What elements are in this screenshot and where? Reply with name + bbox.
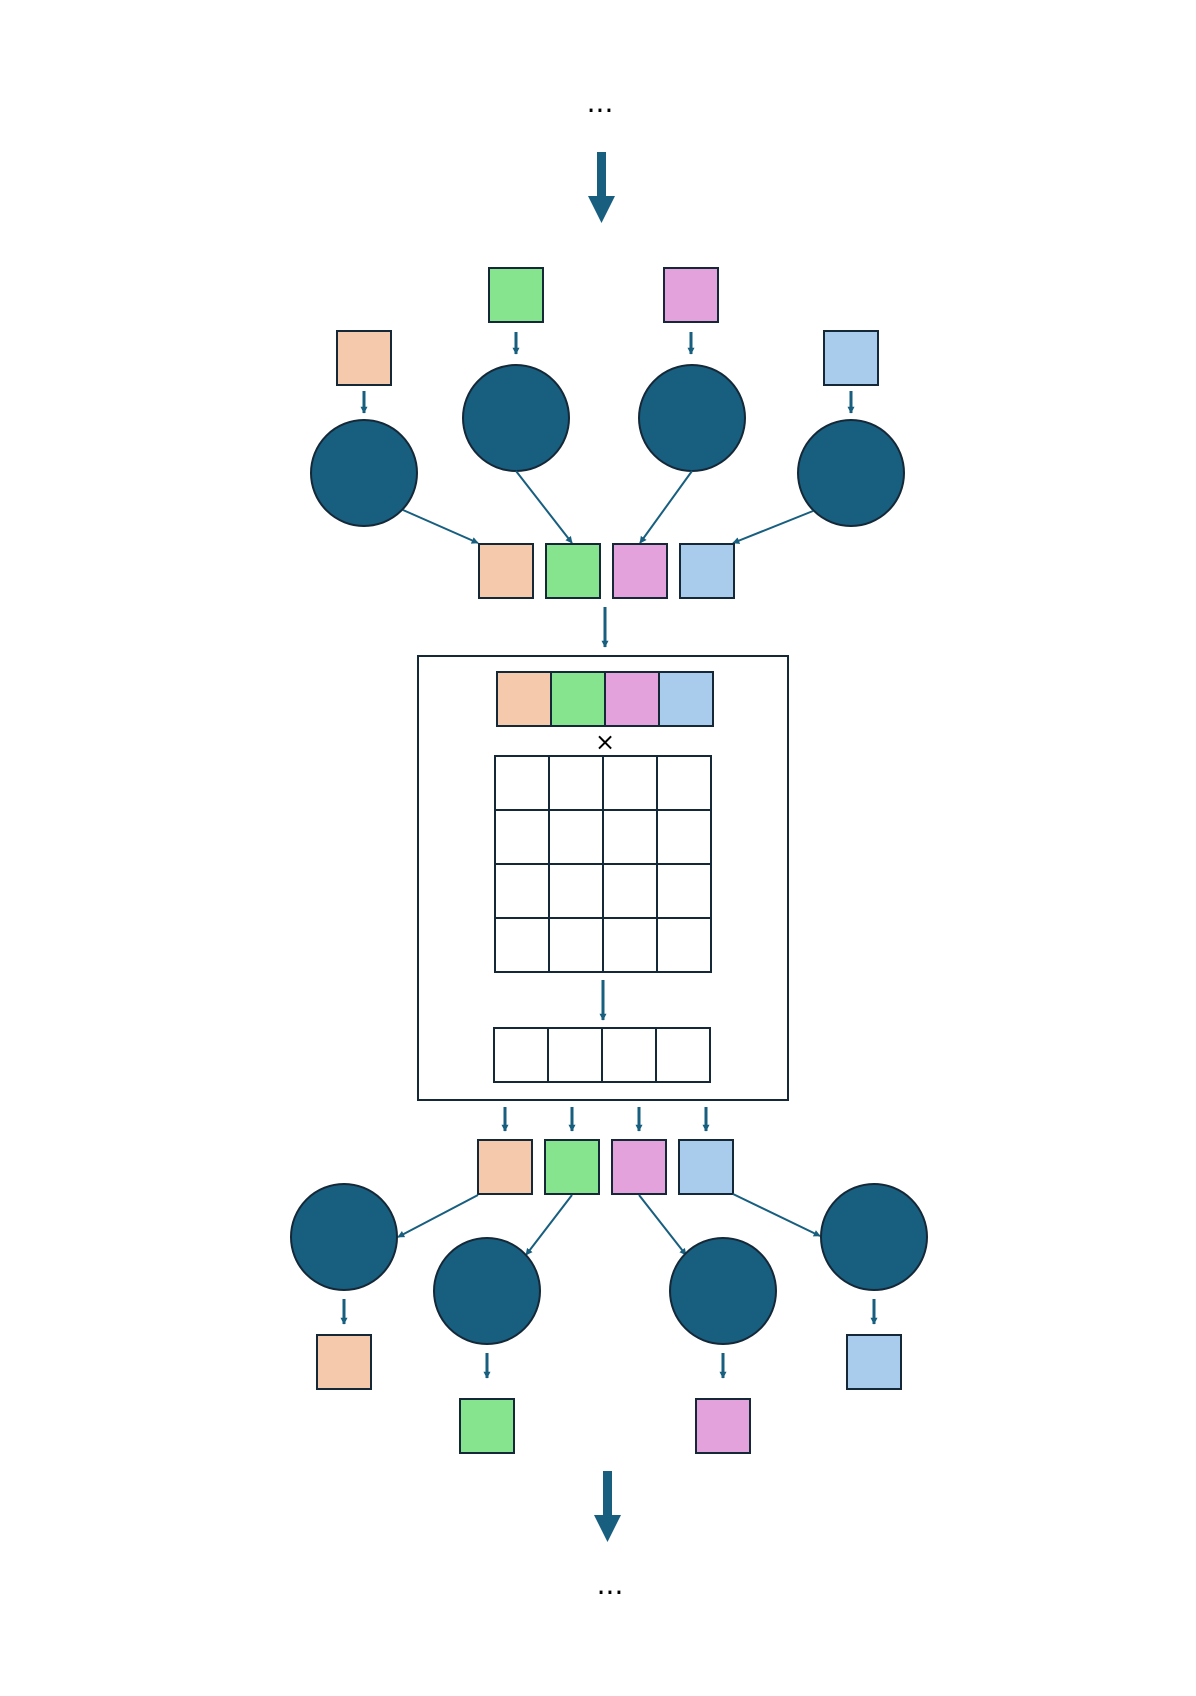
combined-token-green [545,543,601,599]
input-token-pink [663,267,719,323]
arrow-node1-to-peach [402,509,479,544]
output-token-peach [316,1334,372,1390]
ellipsis-bottom: ... [597,1568,624,1601]
ellipsis-top: ... [587,86,614,119]
concat-cell-pink [604,671,660,727]
combined-token-peach [478,543,534,599]
arrow-pink-to-node3 [638,1194,687,1256]
weight-matrix [494,755,712,973]
arrow-node3-to-pink [639,470,693,544]
lower-node-3 [669,1237,777,1345]
combined-token-pink [612,543,668,599]
split-token-pink [611,1139,667,1195]
output-token-green [459,1398,515,1454]
arrow-green-to-node2 [525,1194,573,1256]
upper-node-4 [797,419,905,527]
output-token-blue [846,1334,902,1390]
upper-node-2 [462,364,570,472]
arrow-node4-to-blue [732,510,814,544]
split-token-peach [477,1139,533,1195]
input-token-green [488,267,544,323]
concat-cell-peach [496,671,552,727]
lower-node-1 [290,1183,398,1291]
concat-vector [496,671,714,727]
input-token-blue [823,330,879,386]
split-token-blue [678,1139,734,1195]
arrow-node2-to-green [515,470,573,544]
multiply-sign: × [595,728,615,756]
lower-node-4 [820,1183,928,1291]
output-token-pink [695,1398,751,1454]
upper-node-1 [310,419,418,527]
mixer-box [417,655,789,1101]
concat-cell-blue [658,671,714,727]
big-arrow-bottom [594,1471,621,1542]
input-token-peach [336,330,392,386]
concat-cell-green [550,671,606,727]
split-token-green [544,1139,600,1195]
lower-node-2 [433,1237,541,1345]
output-vector [493,1027,711,1083]
upper-node-3 [638,364,746,472]
combined-token-blue [679,543,735,599]
arrow-blue-to-node4 [732,1193,821,1237]
big-arrow-top [588,152,615,223]
arrow-peach-to-node1 [397,1194,479,1238]
